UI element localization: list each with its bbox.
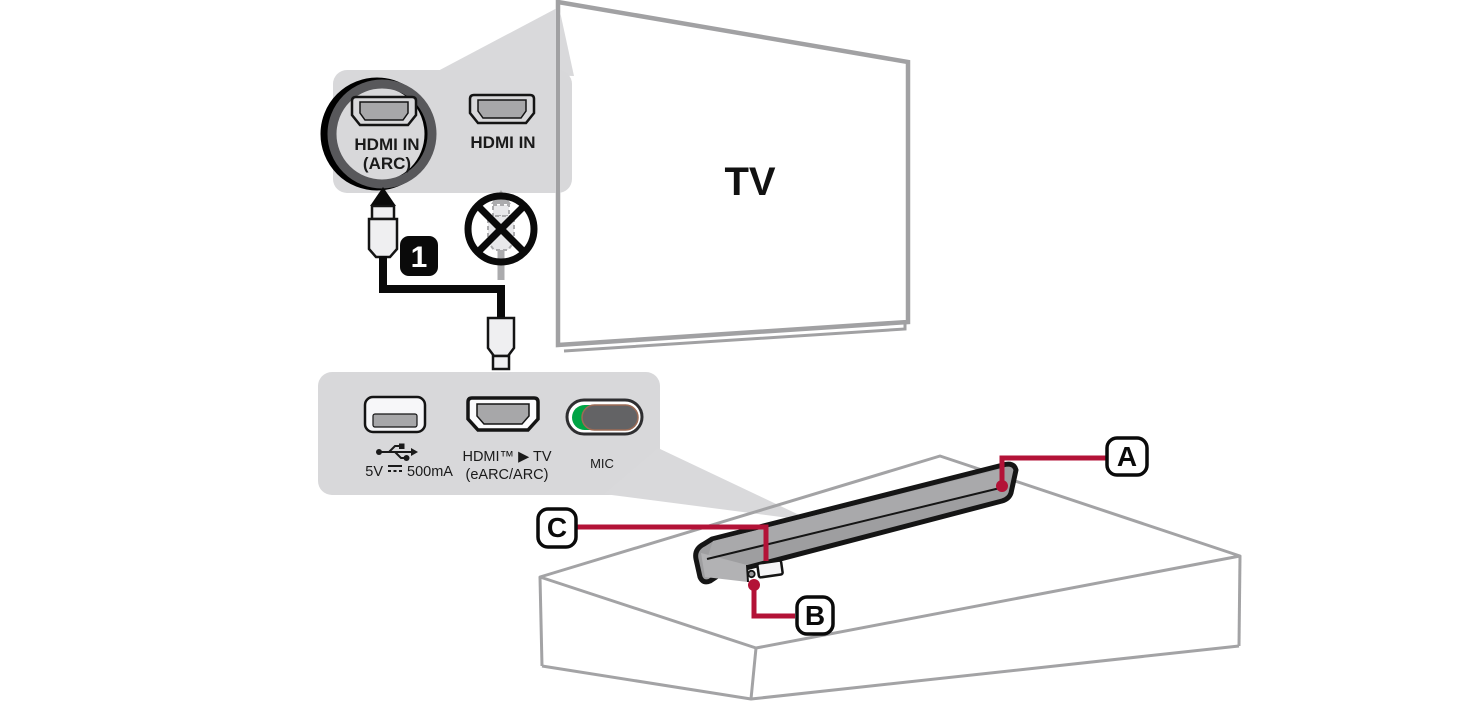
hdmi-out-label-line1: HDMI™ ▶ TV (462, 449, 551, 465)
callout-dot-a (996, 480, 1008, 492)
wrong-connection (464, 190, 538, 280)
soundbar-front-top-edge (706, 487, 1001, 560)
soundbar-top-face (707, 468, 1005, 559)
step-1-badge: 1 (400, 236, 438, 276)
tv-label: TV (724, 160, 775, 204)
hdmi-out-label-line2: (eARC/ARC) (466, 467, 549, 483)
callout-letter-c: C (547, 512, 567, 543)
tv: TV (555, 0, 911, 353)
prohibition-icon (464, 192, 538, 266)
callout-badge-b (795, 595, 835, 636)
usb-symbol-icon (376, 443, 418, 461)
furniture-box (538, 454, 1242, 701)
tv-ports-panel: HDMI IN (ARC) HDMI IN (320, 2, 572, 345)
panel-zoom-callout-wedge (604, 448, 812, 521)
callout-badge-c (536, 507, 578, 549)
hdmi-cable-connector-top (367, 204, 399, 259)
callout-letter-b: B (805, 600, 825, 631)
svg-text:5V: 5V (365, 464, 383, 480)
box-left-edge (538, 576, 544, 667)
callout-c: C (536, 507, 769, 561)
arrow-up-icon (370, 187, 396, 206)
soundbar (693, 461, 1019, 585)
callout-line-b (751, 588, 795, 619)
callout-badge-a (1105, 436, 1149, 477)
arc-highlight-ring (327, 79, 437, 189)
callout-letter-a: A (1117, 441, 1137, 472)
callout-dot-b (748, 579, 760, 591)
hdmi-in-port-icon (468, 93, 536, 125)
soundbar-end-face (701, 553, 748, 582)
tv-zoom-callout-wedge (436, 7, 574, 76)
hdmi-cable-line (379, 256, 505, 318)
box-bottom-edges (541, 644, 1240, 701)
mic-port-icon (565, 398, 644, 436)
dc-symbol-icon (388, 465, 402, 472)
hdmi-arc-port-icon (350, 95, 418, 127)
box-right-edge (1237, 555, 1242, 647)
callout-line-a (999, 455, 1106, 484)
usb-port-icon (363, 395, 427, 434)
hdmi-out-port-icon (466, 396, 540, 432)
mic-label: MIC (590, 456, 614, 471)
hdmi-in-label: HDMI IN (470, 133, 535, 152)
callout-line-c (577, 524, 769, 561)
hole-b-target (747, 569, 756, 579)
callout-b: B (748, 579, 835, 636)
hdmi-arc-label-line1: HDMI IN (354, 135, 419, 154)
soundbar-ports-panel: 5V 500mA HDMI™ ▶ TV (eARC/ARC) MIC (318, 372, 660, 495)
svg-text:1: 1 (411, 241, 428, 274)
hdmi-cable-connector-bottom (486, 316, 516, 371)
box-front-edge (749, 647, 758, 700)
callout-a: A (996, 436, 1149, 492)
hdmi-arc-label-line2: (ARC) (363, 154, 411, 173)
port-c-target (756, 559, 784, 579)
ghost-connector-tip (492, 204, 510, 217)
usb-power-label: 5V 500mA (365, 464, 453, 480)
svg-text:500mA: 500mA (407, 464, 453, 480)
tv-bottom-trim (563, 322, 907, 353)
